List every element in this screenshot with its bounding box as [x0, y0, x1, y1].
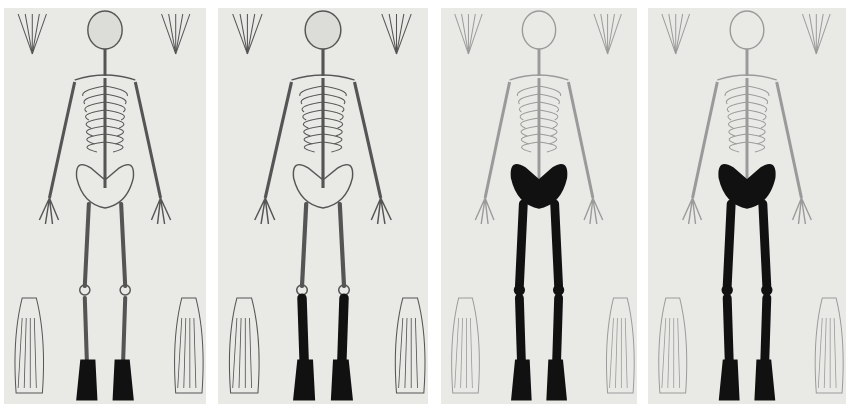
hand-right-icon	[371, 198, 391, 224]
foot-left	[77, 360, 97, 400]
skeleton	[15, 11, 203, 400]
corner-hand-right-icon	[594, 14, 621, 54]
knee-right	[554, 285, 564, 295]
foot-left	[512, 360, 532, 400]
arm-right	[568, 82, 593, 198]
hand-right-icon	[584, 198, 603, 224]
femur-right	[340, 204, 344, 286]
skeleton	[452, 11, 635, 400]
knee-left	[515, 285, 525, 295]
side-foot-right-icon	[175, 298, 204, 393]
side-foot-left-icon	[659, 298, 687, 393]
tibia-left	[519, 298, 521, 360]
foot-left	[294, 360, 315, 400]
foot-right	[113, 360, 133, 400]
corner-hand-right-icon	[802, 14, 830, 54]
tibia-right	[557, 298, 559, 360]
side-foot-left-icon	[15, 298, 44, 393]
skeleton-drawing	[218, 8, 428, 404]
foot-right	[547, 360, 567, 400]
arm-right	[135, 82, 160, 198]
hand-left-icon	[255, 198, 275, 224]
hand-left-icon	[39, 198, 58, 224]
hand-left-icon	[475, 198, 494, 224]
skeleton-panel-3	[441, 8, 637, 404]
arm-left	[485, 82, 510, 198]
foot-left	[719, 360, 739, 400]
corner-hand-left-icon	[18, 14, 46, 54]
hand-right-icon	[151, 198, 170, 224]
knee-left	[722, 285, 732, 295]
skull-icon	[522, 11, 555, 49]
femur-right	[121, 204, 125, 286]
side-foot-right-icon	[606, 298, 634, 393]
femur-left	[302, 204, 306, 286]
tibia-right	[123, 298, 125, 360]
arm-left	[265, 82, 291, 198]
femur-right	[555, 204, 559, 286]
corner-hand-right-icon	[382, 14, 411, 54]
tibia-right	[765, 298, 767, 360]
side-foot-left-icon	[452, 298, 480, 393]
skeleton-drawing	[4, 8, 206, 404]
arm-right	[355, 82, 381, 198]
skeleton-drawing	[648, 8, 846, 404]
femur-right	[763, 204, 767, 286]
skull-icon	[88, 11, 122, 49]
femur-left	[519, 204, 523, 286]
arm-left	[693, 82, 718, 198]
tibia-left	[727, 298, 729, 360]
arm-right	[777, 82, 802, 198]
corner-hand-left-icon	[233, 14, 262, 54]
femur-left	[727, 204, 731, 286]
foot-right	[755, 360, 775, 400]
skeleton-drawing	[441, 8, 637, 404]
skeleton-panel-4	[648, 8, 846, 404]
knee-right	[762, 285, 772, 295]
tibia-left	[85, 298, 87, 360]
skull-icon	[730, 11, 764, 49]
skeleton	[229, 11, 425, 400]
hand-left-icon	[683, 198, 702, 224]
side-foot-right-icon	[395, 298, 425, 393]
tibia-left	[302, 298, 304, 360]
arm-left	[49, 82, 74, 198]
side-foot-left-icon	[229, 298, 259, 393]
foot-right	[331, 360, 352, 400]
hand-right-icon	[793, 198, 812, 224]
tibia-right	[342, 298, 344, 360]
femur-left	[85, 204, 89, 286]
skeleton	[659, 11, 843, 400]
skull-icon	[305, 11, 341, 49]
corner-hand-left-icon	[455, 14, 482, 54]
side-foot-right-icon	[815, 298, 843, 393]
skeleton-panel-1	[4, 8, 206, 404]
corner-hand-left-icon	[662, 14, 690, 54]
corner-hand-right-icon	[162, 14, 190, 54]
skeleton-panel-2	[218, 8, 428, 404]
